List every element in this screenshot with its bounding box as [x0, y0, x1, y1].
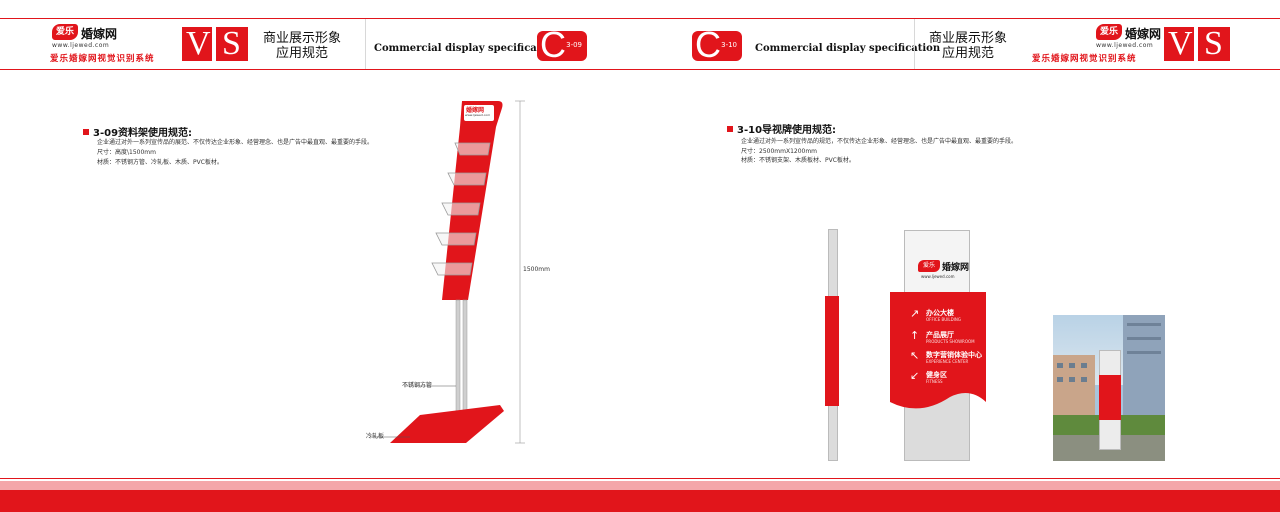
cn-title-right: 商业展示形象 应用规范 — [928, 31, 1008, 61]
sign-logo-url: www.ljewed.com — [921, 274, 955, 279]
cn-title-right-line2: 应用规范 — [941, 46, 994, 61]
rack-logo-url: www.ljewed.com — [465, 113, 491, 117]
vs-v-right: V — [1168, 25, 1193, 62]
sign-red-panel — [890, 292, 986, 409]
rack-pole-1 — [455, 299, 461, 419]
rack-base — [390, 405, 504, 443]
header-band: 爱乐 婚嫁网 www.ljewed.com 爱乐婚嫁网视觉识别系统 V S 商业… — [0, 18, 1280, 70]
vs-v-left: V — [186, 25, 211, 62]
cn-title-right-line1: 商业展示形象 — [928, 31, 1007, 46]
sign-item-title: 办公大楼 — [926, 309, 954, 317]
sign-item-subtitle: OFFICE BUILDING — [926, 317, 961, 322]
section-309-size: 尺寸：高度\1500mm — [97, 149, 156, 156]
vs-s-left: S — [222, 25, 241, 62]
c-letter-right: C — [695, 24, 721, 65]
rack-shelves — [431, 142, 491, 276]
vs-mark-left: V S — [182, 27, 248, 61]
section-309-desc: 企业通过对外一系列宣传品的展范、不仅传达企业形象、经营理念、也是广告中最直观、最… — [97, 139, 374, 146]
section-code-left: C 3-09 — [537, 27, 587, 63]
logo-name-right: 婚嫁网 — [1125, 27, 1162, 41]
rack-height-label: 1500mm — [523, 266, 550, 273]
cn-title-left-line1: 商业展示形象 — [262, 31, 341, 46]
section-310-title-text: 3-10导视牌使用规范: — [737, 125, 837, 136]
logo-name-left: 婚嫁网 — [81, 27, 118, 41]
section-310-desc: 企业通过对外一系列宣传品的规范，不仅传达企业形象、经营理念、也是广告中最直观、最… — [741, 138, 1018, 145]
logo-url-left: www.ljewed.com — [52, 42, 110, 49]
sign-side-view — [825, 229, 839, 461]
en-title-right: Commercial display specification — [755, 43, 941, 54]
section-309-material: 材质：不锈钢方管、冷轧板、木质、PVC板材。 — [97, 159, 223, 166]
sign-item-subtitle: FITNESS — [926, 379, 943, 384]
sign-item-subtitle: EXPERIENCE CENTER — [926, 359, 969, 364]
sign-item-title: 健身区 — [926, 371, 947, 379]
section-309-title: 3-09资料架使用规范: — [83, 124, 192, 139]
sign-photo — [1053, 315, 1165, 461]
direction-arrow-icon: ↙ — [910, 369, 920, 382]
rack-pole-2 — [462, 299, 468, 419]
section-310-size: 尺寸：2500mmX1200mm — [741, 148, 818, 155]
rack-tube-label: 不锈钢方管 — [402, 382, 433, 389]
logo-subtitle-left: 爱乐婚嫁网视觉识别系统 — [50, 54, 155, 64]
direction-arrow-icon: ↗ — [910, 307, 920, 320]
c-num-left: 3-09 — [566, 41, 582, 49]
sign-logo-name: 婚嫁网 — [942, 263, 970, 273]
footer-red-band — [0, 490, 1280, 512]
en-title-left: Commercial display specification — [374, 43, 560, 54]
sign-item-subtitle: PRODUCTS SHOWROOM — [926, 339, 975, 344]
sign-logo-badge: 爱乐 — [918, 260, 940, 272]
direction-arrow-icon: ↑ — [910, 329, 920, 342]
c-letter-left: C — [540, 24, 566, 65]
logo-subtitle-right: 爱乐婚嫁网视觉识别系统 — [1032, 54, 1137, 64]
rack-logo-name: 婚嫁网 — [466, 107, 485, 114]
logo-badge-left: 爱乐 — [52, 24, 78, 40]
section-310-material: 材质：不锈钢支架、木质板材、PVC板材。 — [741, 157, 855, 164]
sign-item-title: 产品展厅 — [926, 331, 954, 339]
logo-badge-right: 爱乐 — [1096, 24, 1122, 40]
rack-plate-label: 冷轧板 — [366, 433, 385, 440]
footer-pink-band — [0, 481, 1280, 490]
cn-title-left-line2: 应用规范 — [275, 46, 328, 61]
cn-title-left: 商业展示形象 应用规范 — [262, 31, 342, 61]
direction-arrow-icon: ↖ — [910, 349, 920, 362]
section-code-right: C 3-10 — [692, 27, 742, 63]
logo-url-right: www.ljewed.com — [1096, 42, 1154, 49]
footer-line — [0, 478, 1280, 479]
literature-rack-illustration — [370, 100, 525, 444]
vs-mark-right: V S — [1164, 27, 1230, 61]
c-num-right: 3-10 — [721, 41, 737, 49]
section-310-title: 3-10导视牌使用规范: — [727, 121, 836, 136]
sign-item-title: 数字营销体验中心 — [926, 351, 982, 359]
vs-s-right: S — [1204, 25, 1223, 62]
section-309-title-text: 3-09资料架使用规范: — [93, 128, 193, 139]
